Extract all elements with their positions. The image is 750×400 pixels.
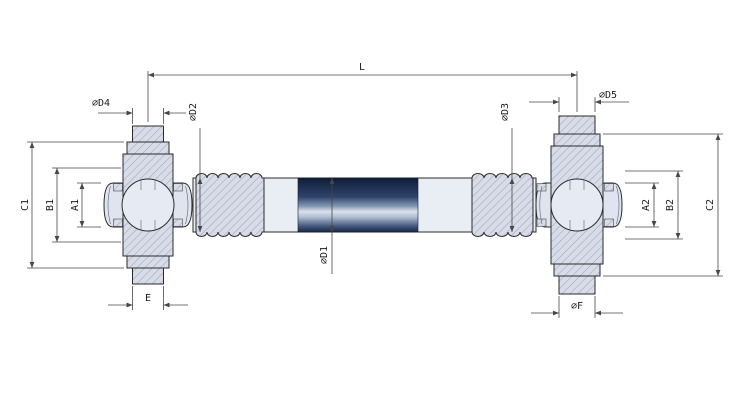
tube-corrugated-left — [195, 173, 265, 237]
dimension-D3: ∅D3 — [500, 103, 515, 232]
right-bearing-cup-outer — [602, 182, 623, 228]
dimension-length-L: L — [147, 62, 578, 122]
dim-label-d4: ∅D4 — [92, 98, 110, 109]
dim-label-d3: ∅D3 — [500, 103, 511, 121]
dim-label-b2: B2 — [665, 199, 676, 211]
dimension-D2: ∅D2 — [188, 103, 203, 232]
tube-dark-section — [297, 177, 419, 233]
dimensions: L ∅D4 ∅D2 ∅D3 ∅D5 — [20, 62, 723, 318]
dimension-D5: ∅D5 — [529, 90, 629, 112]
left-flange-ear-bottom — [132, 267, 164, 285]
dim-label-c2: C2 — [705, 199, 716, 211]
dimension-B1: B1 — [45, 167, 121, 243]
dimension-A2: A2 — [625, 182, 659, 228]
dim-label-a1: A1 — [70, 199, 81, 211]
right-flange-collar-bottom — [553, 263, 601, 277]
dimension-E: E — [108, 286, 188, 310]
right-flange-collar-top — [553, 133, 601, 147]
left-flange-collar-top — [126, 141, 170, 155]
dimension-C1: C1 — [20, 141, 124, 269]
dim-label-a2: A2 — [641, 199, 652, 211]
dim-label-b1: B1 — [45, 199, 56, 211]
right-universal-joint — [535, 115, 623, 295]
shaft-tube — [192, 173, 537, 237]
dim-label-d1: ∅D1 — [319, 246, 330, 264]
dim-label-length: L — [359, 62, 365, 73]
dimension-D4: ∅D4 — [92, 98, 186, 124]
dim-label-c1: C1 — [20, 199, 31, 211]
dim-label-d2: ∅D2 — [188, 103, 199, 121]
right-joint-cross — [550, 178, 604, 232]
dim-label-e: E — [145, 293, 151, 304]
right-flange-ear-bottom — [558, 275, 596, 295]
dimension-C2: C2 — [603, 133, 723, 277]
dimension-A1: A1 — [70, 182, 101, 228]
right-flange-ear-top — [558, 115, 596, 135]
left-universal-joint — [103, 125, 193, 285]
left-flange-ear-top — [132, 125, 164, 143]
tube-corrugated-right — [471, 173, 534, 237]
dimension-D1: ∅D1 — [319, 178, 335, 274]
dimension-B2: B2 — [625, 170, 683, 240]
dim-label-d5: ∅D5 — [599, 90, 617, 101]
left-flange-collar-bottom — [126, 255, 170, 269]
left-joint-cross — [121, 178, 175, 232]
dimension-F: ∅F — [531, 296, 623, 318]
dim-label-f: ∅F — [571, 301, 583, 312]
